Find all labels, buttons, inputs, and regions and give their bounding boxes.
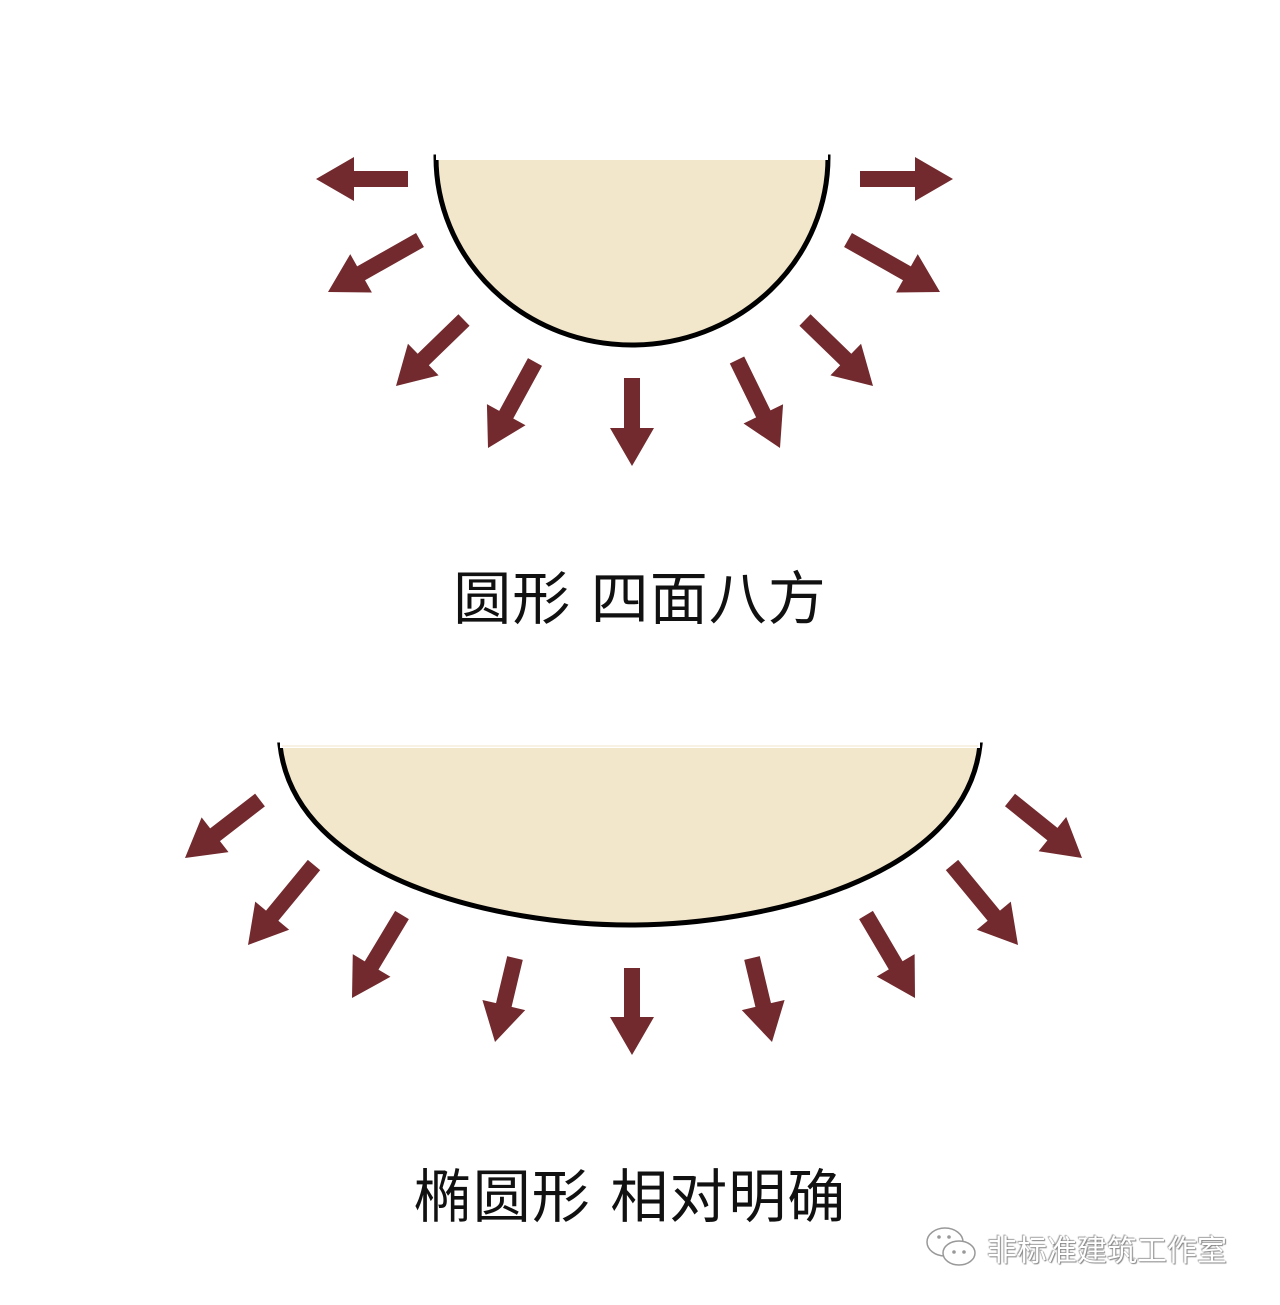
watermark: 非标准建筑工作室 <box>925 1226 1227 1270</box>
semi-ellipse-shape <box>277 742 983 928</box>
bottom-arrow <box>1004 793 1082 858</box>
bottom-arrow <box>185 793 265 858</box>
watermark-text: 非标准建筑工作室 <box>987 1234 1227 1269</box>
bottom-arrow <box>352 910 409 998</box>
top-arrow <box>316 157 408 201</box>
bottom-arrow <box>945 859 1018 945</box>
bottom-arrow <box>610 968 654 1055</box>
bottom-caption: 椭圆形 相对明确 <box>413 1163 847 1231</box>
top-arrow <box>486 358 543 448</box>
wechat-icon <box>926 1227 976 1266</box>
top-arrow <box>860 157 953 201</box>
top-arrow <box>799 314 873 386</box>
top-caption: 圆形 四面八方 <box>453 565 827 633</box>
top-arrow <box>328 233 424 293</box>
bottom-arrow <box>248 859 321 945</box>
top-arrow <box>610 378 654 466</box>
semicircle-shape <box>433 154 831 348</box>
top-arrow <box>844 233 940 293</box>
bottom-arrow <box>741 956 785 1042</box>
bottom-arrow <box>482 956 526 1042</box>
top-arrow <box>396 314 470 386</box>
top-arrow <box>729 356 784 448</box>
bottom-arrow <box>859 910 915 998</box>
